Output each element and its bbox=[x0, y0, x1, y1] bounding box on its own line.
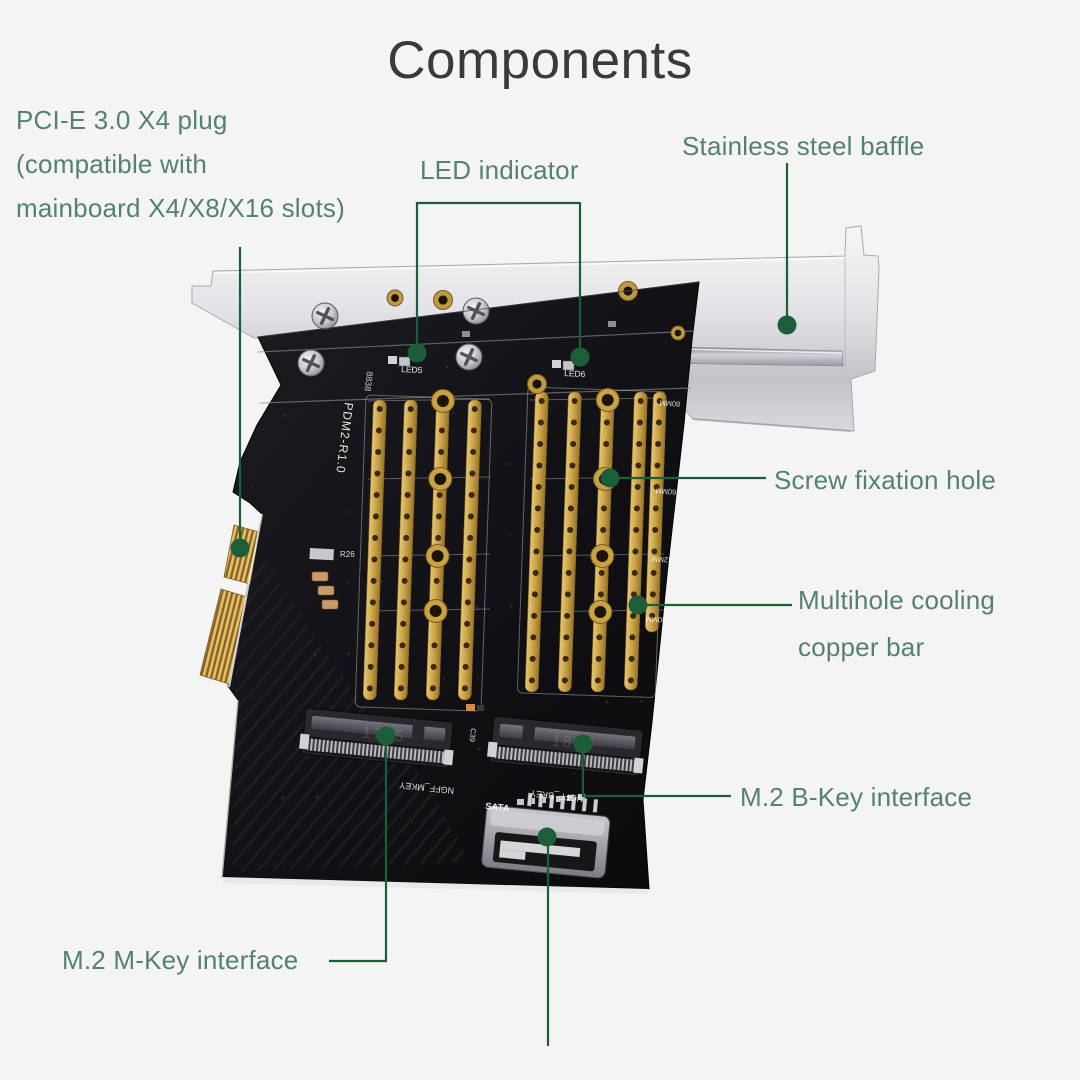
silk-led6: LED6 bbox=[564, 368, 586, 379]
label-screw-hole: Screw fixation hole bbox=[774, 465, 997, 495]
leader-dot-pcie bbox=[230, 538, 250, 558]
leader-line-mkey bbox=[329, 745, 388, 963]
silk-led5: LED5 bbox=[401, 364, 423, 375]
standoff-holes bbox=[386, 281, 686, 394]
silk-80mm: 80MM bbox=[659, 398, 680, 408]
leader-dot-mkey bbox=[376, 726, 396, 746]
callout-leaders bbox=[230, 163, 797, 1046]
leader-dot-screw-hole bbox=[600, 468, 620, 488]
leader-dot-led6 bbox=[570, 347, 590, 367]
label-led-indicator: LED indicator bbox=[420, 155, 579, 185]
pcb-edge-highlights bbox=[221, 281, 700, 894]
label-steel-baffle: Stainless steel baffle bbox=[682, 131, 925, 161]
leader-dot-led5 bbox=[407, 343, 427, 363]
leader-dot-sata bbox=[537, 827, 557, 847]
silk-30mm: 30MM bbox=[645, 614, 666, 624]
silk-date-code: 8838 bbox=[363, 371, 375, 392]
leader-line-led-indicator bbox=[415, 201, 582, 349]
smd-components bbox=[309, 321, 616, 805]
silk-60mm: 60MM bbox=[655, 486, 676, 496]
leader-dot-bkey bbox=[573, 734, 593, 754]
label-bkey-interface: M.2 B-Key interface bbox=[740, 782, 973, 812]
label-copper-bar: Multihole cooling copper bar bbox=[798, 585, 996, 662]
leader-dot-copper-bar bbox=[628, 595, 648, 615]
silk-42mm: 42MM bbox=[651, 554, 672, 564]
page-title: Components bbox=[387, 31, 693, 90]
silk-c39: C39 bbox=[468, 728, 478, 743]
m2-bkey-connector: 1830 bbox=[487, 715, 644, 777]
label-pcie-plug: PCI-E 3.0 X4 plug (compatible with mainb… bbox=[16, 105, 345, 223]
screws bbox=[297, 297, 490, 377]
leader-line-bkey bbox=[581, 753, 731, 798]
leader-dot-baffle bbox=[777, 315, 797, 335]
sata-pins bbox=[526, 792, 599, 813]
pcb-band-seams bbox=[257, 330, 696, 404]
silk-sata: SATA bbox=[485, 801, 511, 815]
silk-r26: R26 bbox=[340, 550, 355, 559]
label-mkey-interface: M.2 M-Key interface bbox=[62, 945, 299, 975]
